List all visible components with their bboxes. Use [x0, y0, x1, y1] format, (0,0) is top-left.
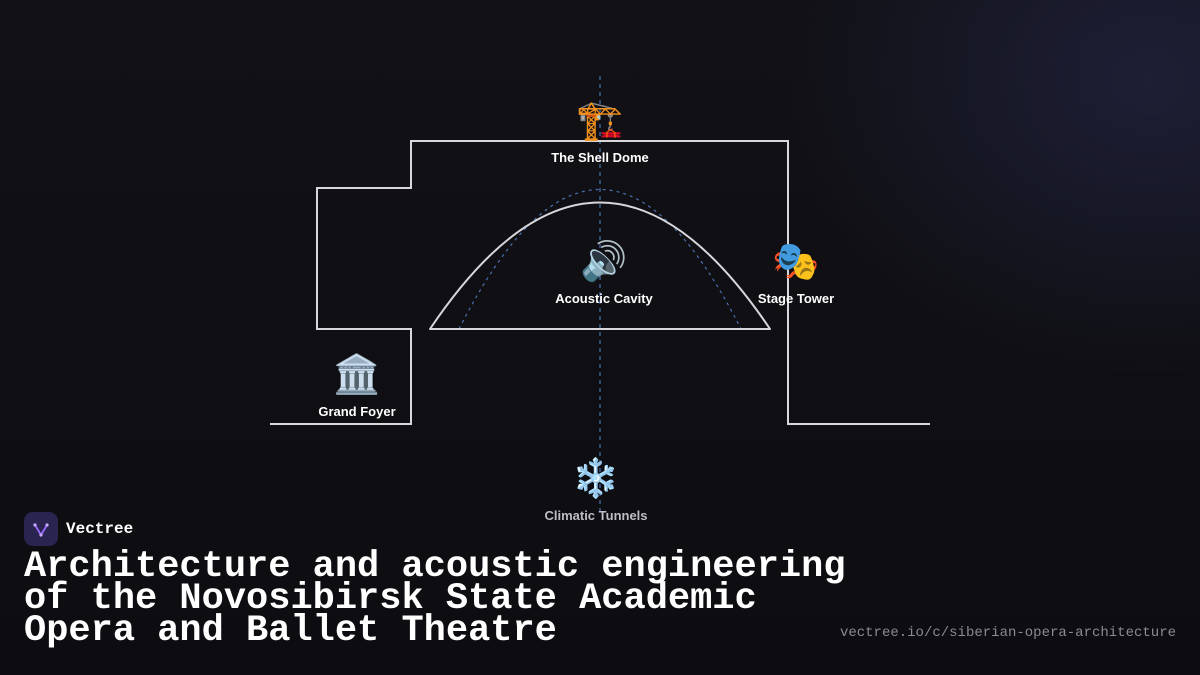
vectree-logo-icon: [24, 512, 58, 546]
building-outline: [270, 140, 930, 425]
node-label: Grand Foyer: [318, 404, 396, 419]
brand[interactable]: Vectree: [24, 512, 133, 546]
node-stage-tower: 🎭 Stage Tower: [716, 239, 876, 306]
node-acoustic-cavity: 🔊 Acoustic Cavity: [524, 239, 684, 306]
node-climatic-tunnels: ❄️ Climatic Tunnels: [516, 456, 676, 523]
node-shell-dome: 🏗️ The Shell Dome: [520, 98, 680, 165]
acoustic-arc: [458, 189, 742, 330]
snowflake-icon: ❄️: [572, 456, 620, 500]
node-grand-foyer: 🏛️ Grand Foyer: [277, 352, 437, 419]
node-label: Stage Tower: [757, 291, 835, 306]
node-label: The Shell Dome: [551, 150, 649, 165]
theater-masks-icon: 🎭: [772, 239, 820, 283]
dome-shell: [429, 201, 771, 330]
classical-building-icon: 🏛️: [333, 352, 381, 396]
brand-name: Vectree: [66, 520, 134, 538]
node-label: Climatic Tunnels: [544, 508, 648, 523]
construction-crane-icon: 🏗️: [576, 98, 624, 142]
source-url[interactable]: vectree.io/c/siberian-opera-architecture: [839, 625, 1176, 641]
speaker-icon: 🔊: [580, 239, 628, 283]
page-title: Architecture and acoustic engineering of…: [24, 546, 846, 652]
node-label: Acoustic Cavity: [555, 291, 653, 306]
